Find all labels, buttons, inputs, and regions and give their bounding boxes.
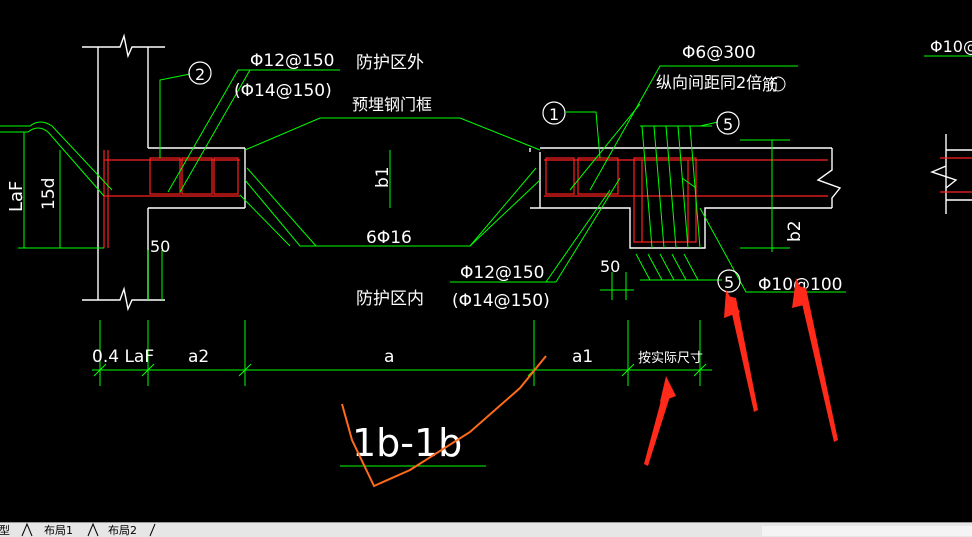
- arrow-marker-5: [728, 296, 758, 412]
- arrow-phi10: [798, 286, 838, 442]
- label-phi10: Φ10@100: [758, 275, 842, 295]
- label-rebar-top-left-alt: (Φ14@150): [234, 81, 332, 101]
- marker-5-top: [716, 111, 740, 135]
- label-outside-zone: 防护区外: [356, 53, 424, 73]
- label-15d: 15d: [39, 178, 59, 210]
- label-inside-zone: 防护区内: [356, 289, 424, 309]
- arrow-marker-5-head: [724, 290, 740, 318]
- arrow-actual-size: [644, 382, 672, 466]
- label-actual-size: 按实际尺寸: [638, 351, 703, 366]
- label-far-right: Φ10@: [930, 37, 972, 56]
- arrow-phi10-head: [792, 278, 808, 308]
- tab-separator: [87, 523, 99, 537]
- label-50-right: 50: [600, 257, 620, 276]
- label-b1: b1: [373, 166, 393, 188]
- callout-markers: [188, 61, 741, 293]
- tab-separator: [21, 523, 33, 537]
- tab-separator: [149, 523, 156, 537]
- marker-2: [188, 61, 212, 85]
- label-50-left: 50: [150, 237, 170, 256]
- tail-circle: [770, 76, 786, 92]
- marker-5-bottom: [717, 269, 741, 293]
- label-04laf: 0.4 LaF: [92, 347, 154, 367]
- arrow-actual-size-head: [660, 376, 676, 402]
- horizontal-scrollbar[interactable]: [762, 526, 972, 536]
- marker-2-label: 2: [195, 65, 205, 84]
- label-a1: a1: [572, 347, 593, 367]
- marker-5-top-label: 5: [723, 115, 733, 134]
- label-laf-vertical: LaF: [6, 181, 27, 212]
- layout-tab-bar: 模型 布局1 布局2: [0, 522, 972, 537]
- label-rebar-top-left: Φ12@150: [250, 51, 334, 71]
- rebar-lines: [103, 150, 972, 248]
- label-a: a: [384, 347, 394, 367]
- label-stirrup-top: Φ6@300: [682, 43, 756, 63]
- label-rebar-bottom: Φ12@150: [460, 263, 544, 283]
- tab-model[interactable]: 模型: [0, 524, 10, 537]
- label-embedded-frame: 预埋钢门框: [352, 95, 432, 114]
- cad-drawing-canvas[interactable]: 2 1 5 5 Φ12@150 (Φ14@150) 防护区外 预埋钢门框 Φ6@…: [0, 0, 972, 522]
- label-stirrup-note: 纵向间距同2倍: [656, 73, 762, 92]
- label-a2: a2: [188, 347, 209, 367]
- marker-5-bottom-label: 5: [724, 273, 734, 292]
- marker-1-label: 1: [549, 105, 559, 124]
- tab-layout1[interactable]: 布局1: [44, 524, 73, 537]
- marker-1: [542, 101, 566, 125]
- label-b2: b2: [785, 220, 805, 242]
- dimension-lines: [0, 55, 972, 467]
- tab-layout2[interactable]: 布局2: [108, 524, 137, 537]
- label-6phi16: 6Φ16: [366, 228, 412, 248]
- annotation-arrows: [644, 278, 838, 466]
- label-rebar-bottom-alt: (Φ14@150): [452, 291, 550, 311]
- markup-check-stroke: [341, 355, 547, 488]
- section-title: 1b-1b: [352, 421, 462, 465]
